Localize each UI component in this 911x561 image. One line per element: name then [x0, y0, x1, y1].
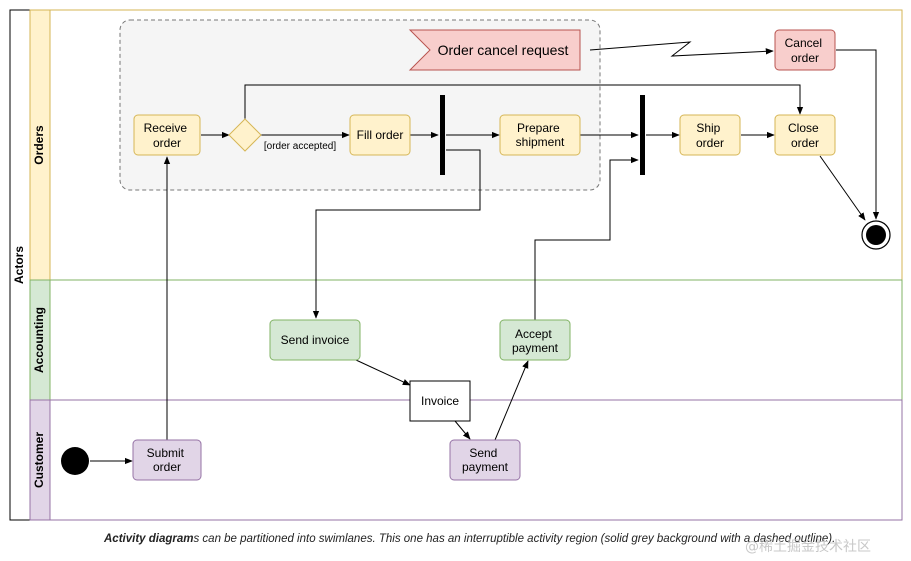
- svg-text:Cancel order: Cancel order: [785, 36, 826, 65]
- action-accept-payment: Accept payment: [499, 319, 571, 361]
- final-node: [861, 220, 891, 250]
- edge-invoice-sendpayment: [454, 420, 471, 440]
- action-send-payment: Send payment: [449, 439, 521, 481]
- svg-text:Prepare shipment: Prepare shipment: [516, 121, 565, 149]
- caption-bold: Activity diagram: [104, 533, 194, 545]
- label-line: Send invoice: [281, 333, 350, 347]
- label-line: Fill order: [357, 128, 404, 142]
- lane-label-orders: Orders: [32, 125, 46, 165]
- action-send-invoice: Send invoice: [269, 319, 361, 361]
- svg-text:Accept payment: Accept payment: [512, 327, 559, 355]
- action-submit-order: Submit order: [132, 439, 202, 481]
- edge-cancel-final: [836, 49, 880, 220]
- pool-label: Actors: [12, 246, 26, 284]
- lane-body-customer: [49, 399, 903, 521]
- edge-sendpayment-accept: [494, 360, 529, 441]
- edge-sendinvoice-invoice: [355, 359, 411, 386]
- label-line: Prepare: [517, 121, 560, 135]
- figure-caption: Activity diagrams can be partitioned int…: [104, 533, 904, 545]
- edge-interrupt-cancel: [589, 41, 774, 57]
- svg-text:Close order: Close order: [788, 121, 822, 150]
- label-line: Ship: [696, 121, 720, 135]
- event-order-cancel-request: Order cancel request: [408, 29, 581, 71]
- label-line: order: [696, 136, 724, 150]
- join-bar: [640, 95, 645, 175]
- lane-label-customer: Customer: [32, 432, 46, 488]
- action-close-order: Close order: [774, 114, 836, 156]
- fork-bar: [440, 95, 445, 175]
- action-fill-order: Fill order: [349, 114, 411, 156]
- edge-decision-close: [244, 84, 804, 119]
- edge-close-final: [819, 155, 866, 221]
- label-line: payment: [512, 341, 559, 355]
- decision-node: [228, 118, 262, 152]
- label-line: Accept: [515, 327, 552, 341]
- label-line: order: [153, 460, 181, 474]
- object-invoice: Invoice: [409, 380, 471, 422]
- svg-text:Receive order: Receive order: [144, 121, 191, 150]
- svg-text:Ship order: Ship order: [696, 121, 724, 150]
- svg-text:Submit order: Submit order: [147, 446, 188, 474]
- watermark: @稀土掘金技术社区: [745, 539, 871, 555]
- label-line: Submit: [147, 446, 185, 460]
- lane-label-accounting: Accounting: [32, 307, 46, 373]
- label-line: order: [153, 136, 181, 150]
- action-cancel-order: Cancel order: [774, 29, 836, 71]
- label-line: Close: [788, 121, 819, 135]
- edge-fork-invoice: [312, 149, 481, 319]
- label-line: Cancel: [785, 36, 822, 50]
- label-line: order: [791, 51, 819, 65]
- caption-rest: s can be partitioned into swimlanes. Thi…: [193, 533, 836, 545]
- label-line: Send: [469, 446, 497, 460]
- edge-accept-join: [534, 156, 639, 320]
- label-line: Receive: [144, 121, 188, 135]
- label-line: Order cancel request: [438, 42, 569, 58]
- label-line: Invoice: [421, 394, 459, 408]
- label-line: shipment: [516, 135, 565, 149]
- label-line: payment: [462, 460, 509, 474]
- guard-label: [order accepted]: [264, 141, 336, 152]
- action-receive-order: Receive order: [133, 114, 201, 156]
- label-line: order: [791, 136, 819, 150]
- svg-text:Send payment: Send payment: [462, 446, 509, 474]
- action-ship-order: Ship order: [679, 114, 741, 156]
- action-prepare-shipment: Prepare shipment: [499, 114, 581, 156]
- initial-node: [61, 447, 89, 475]
